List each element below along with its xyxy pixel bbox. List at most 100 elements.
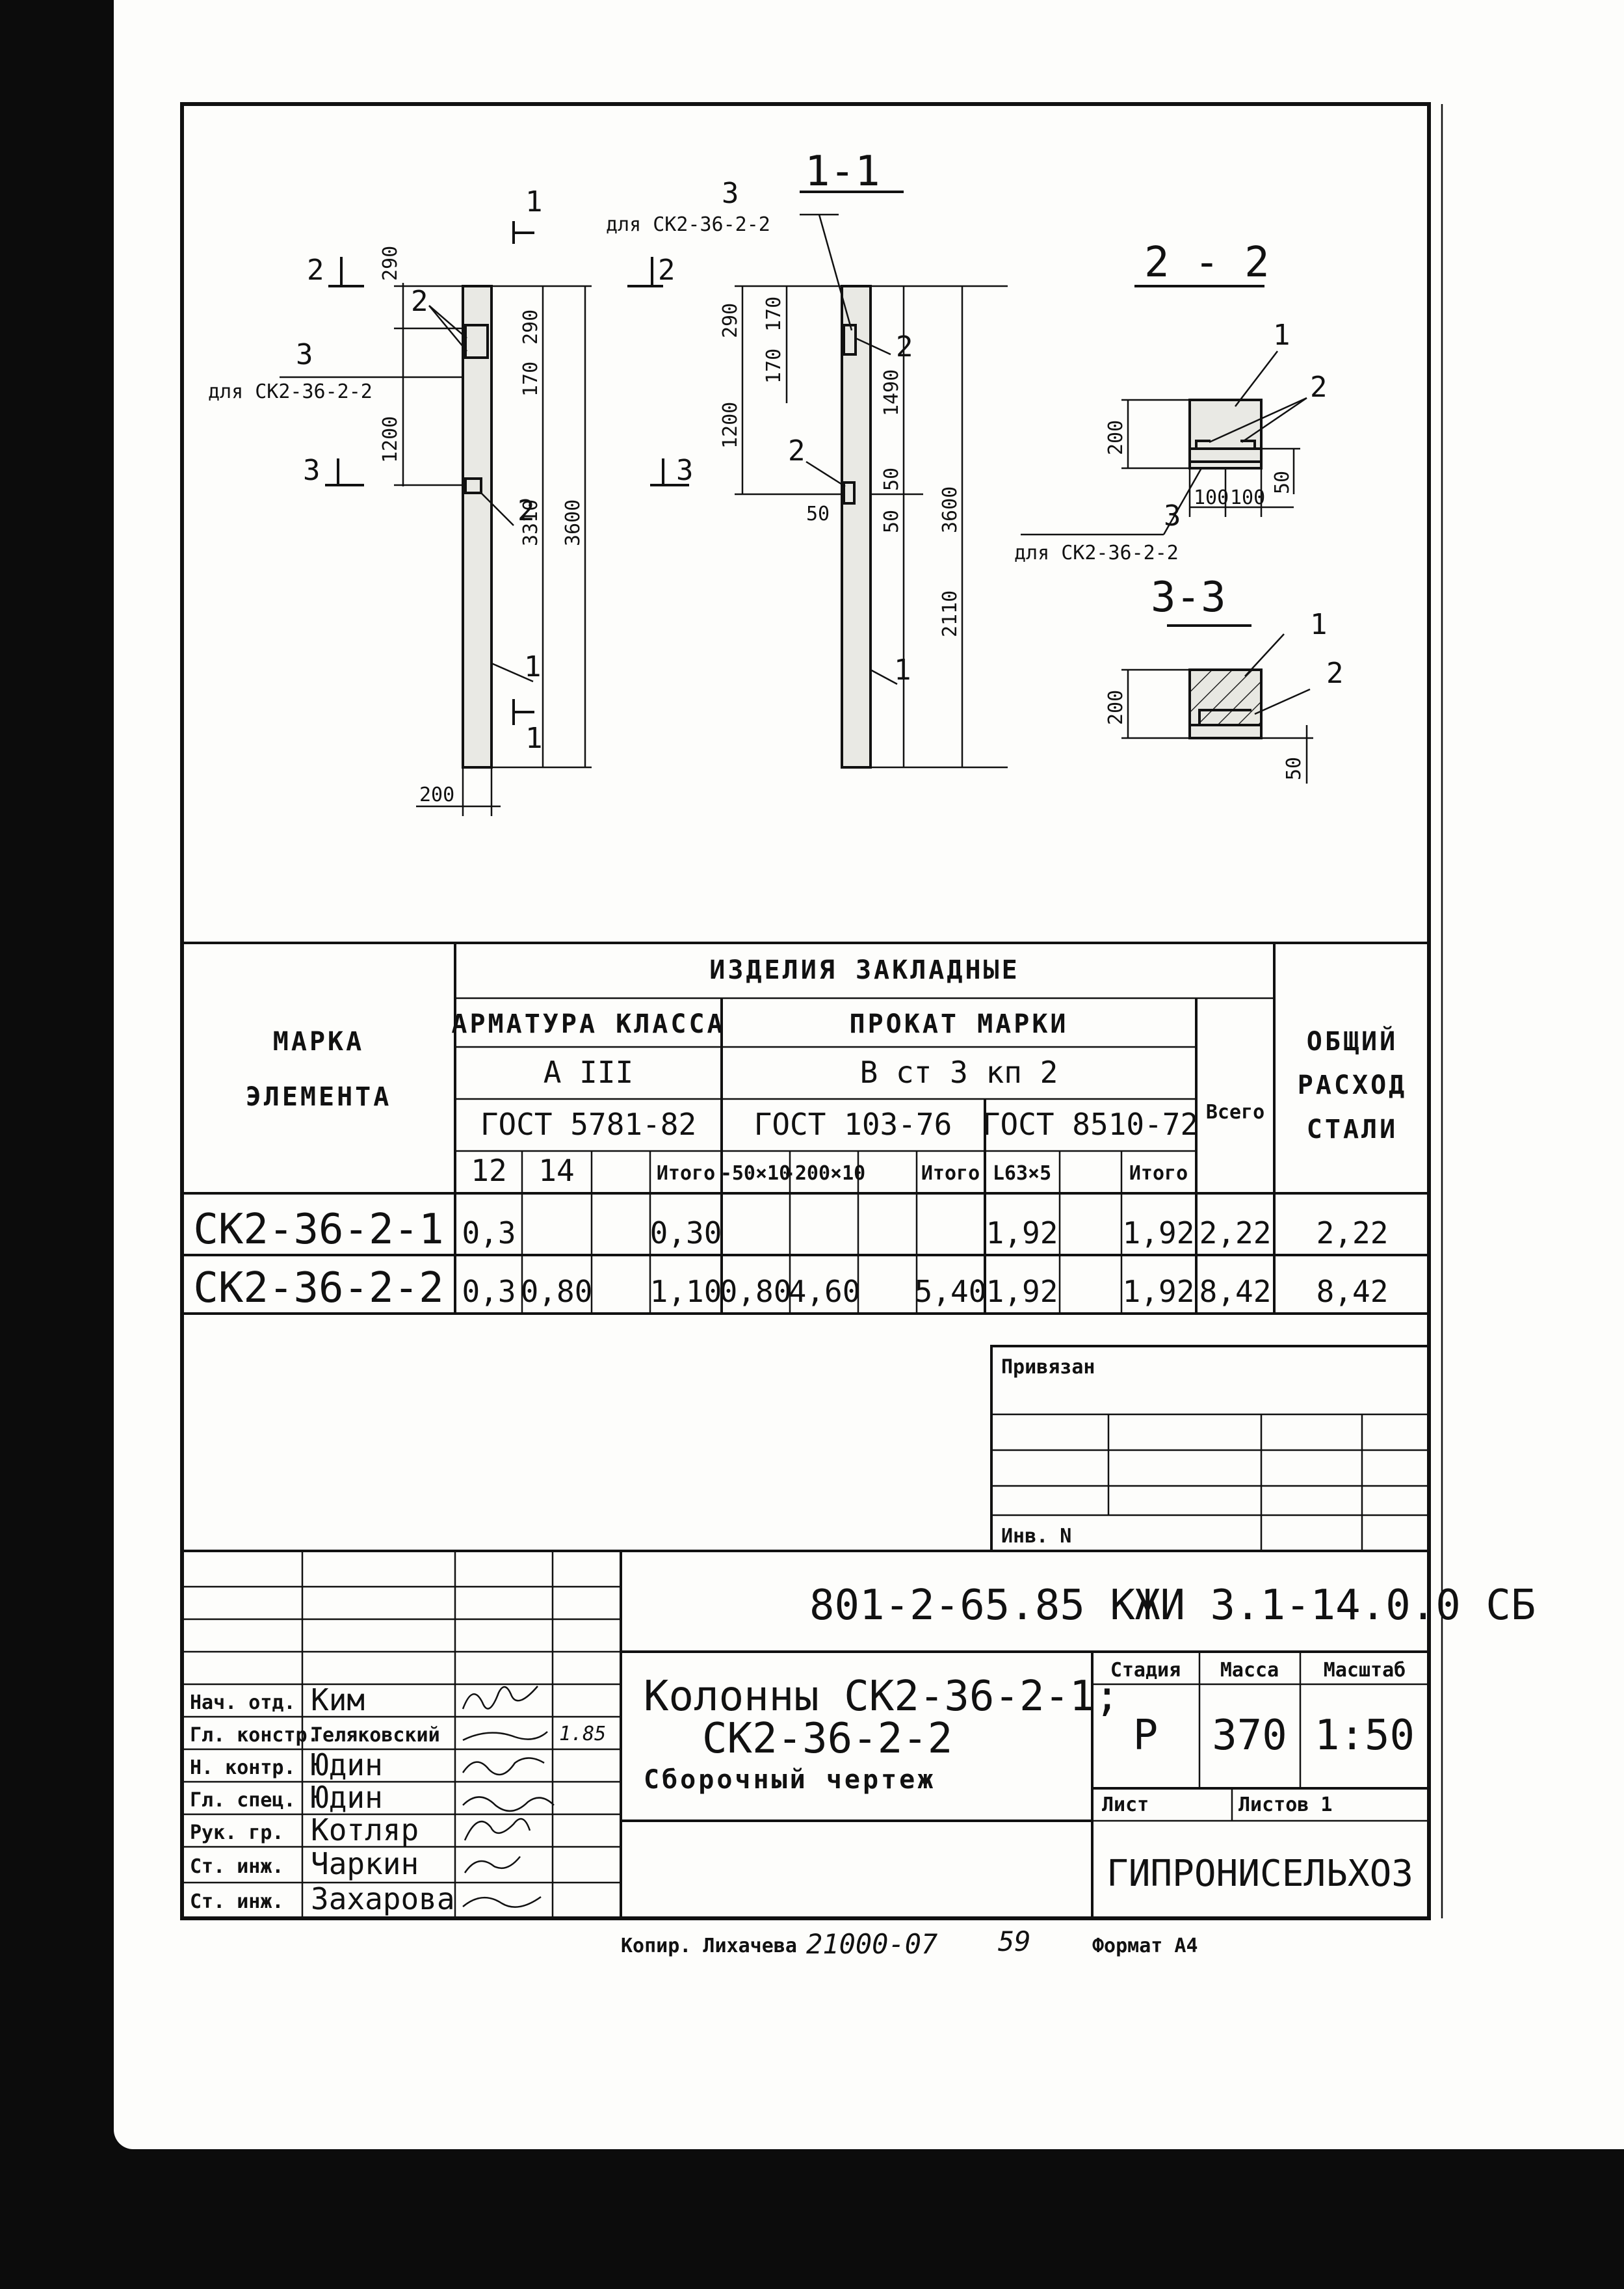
footer: Копир. Лихачева 21000-07 59 Формат А4 (621, 1925, 1198, 1960)
row1-a-itogo: 0,30 (650, 1215, 722, 1250)
dim-3600-left-view: 3600 (562, 499, 584, 546)
dim-2110: 2110 (939, 590, 962, 637)
stage-value: Р (1133, 1712, 1159, 1760)
row2-l-itogo: 1,92 (1123, 1274, 1195, 1309)
row1-total: 2,22 (1316, 1215, 1389, 1250)
header-gost-5781: ГОСТ 5781-82 (480, 1107, 696, 1142)
dim-170-right: 170 (519, 362, 542, 397)
section-1-1-column (841, 285, 872, 769)
dim-290-s11: 290 (719, 303, 742, 338)
callout-1-s11: 1 (894, 654, 911, 687)
dim-1200-left: 1200 (379, 416, 402, 463)
callout-1-s22: 1 (1273, 319, 1290, 352)
dim-170-s11-a: 170 (763, 297, 785, 332)
staff-role-6: Ст. инж. (190, 1855, 284, 1878)
dim-100-s22-a: 100 (1194, 486, 1229, 509)
drawing-name-line1: Колонны СК2-36-2-1; (644, 1673, 1120, 1721)
row1-name: СК2-36-2-1 (193, 1206, 443, 1254)
header-obshchiy: ОБЩИЙ (1307, 1025, 1398, 1057)
row1-l-itogo: 1,92 (1123, 1215, 1195, 1250)
col-50x10: -50×10 (720, 1162, 791, 1185)
embedded-item-mid (464, 477, 482, 494)
section-1-1-plate-top (843, 324, 857, 356)
section-3-mark-right: 3 (676, 454, 694, 487)
inv-number-label: Инв. N (1001, 1525, 1071, 1548)
drawing-code: 801-2-65.85 КЖИ 3.1-14.0.0 СБ (809, 1581, 1536, 1630)
dim-50-s11-left: 50 (806, 503, 830, 525)
footer-page-number: 59 (998, 1925, 1031, 1957)
staff-role-3: Н. контр. (190, 1756, 296, 1779)
staff-role-4: Гл. спец. (190, 1789, 296, 1812)
header-raskhod: РАСХОД (1298, 1070, 1408, 1100)
row2-p200: 4,60 (789, 1274, 861, 1309)
note-ck2-s22: для СК2-36-2-2 (1014, 542, 1179, 564)
staff-role-7: Ст. инж. (190, 1890, 284, 1913)
footer-format: Формат А4 (1092, 1935, 1198, 1957)
row2-a-itogo: 1,10 (650, 1274, 722, 1309)
callout-2-s11-top: 2 (896, 330, 913, 364)
section-1-mark-bottom: 1 (525, 722, 543, 755)
dim-200-column-width: 200 (419, 784, 454, 806)
header-prokat: ПРОКАТ МАРКИ (850, 1009, 1069, 1039)
dim-290-left: 290 (379, 246, 402, 281)
privyazan-label: Привязан (1001, 1356, 1095, 1379)
scale-header: Масштаб (1324, 1659, 1406, 1682)
row2-p-itogo: 5,40 (915, 1274, 987, 1309)
dim-50-s22: 50 (1271, 471, 1294, 494)
organization-name: ГИПРОНИСЕЛЬХОЗ (1107, 1853, 1413, 1895)
col-itogo-arm: Итого (657, 1162, 715, 1185)
header-gost-103: ГОСТ 103-76 (754, 1107, 952, 1142)
dim-50-s11-a: 50 (880, 468, 903, 491)
callout-2-mid: 2 (517, 494, 535, 527)
callout-3-s22: 3 (1164, 499, 1181, 533)
header-stali: СТАЛИ (1307, 1115, 1398, 1144)
note-ck2-s11: для СК2-36-2-2 (606, 213, 770, 236)
section-3-3-view: 3-3 200 50 1 2 (1105, 574, 1344, 784)
column-outline (462, 285, 493, 769)
row2-l63: 1,92 (986, 1274, 1058, 1309)
col-itogo-prokat: Итого (921, 1162, 980, 1185)
scale-value: 1:50 (1315, 1712, 1415, 1760)
staff-role-2: Гл. констр. (190, 1724, 319, 1747)
mass-value: 370 (1212, 1712, 1287, 1760)
drawing-frame (180, 102, 1431, 1920)
dim-200-s22: 200 (1105, 420, 1127, 455)
binding-block: Привязан Инв. N (990, 1345, 1430, 1552)
staff-name-3: Юдин (311, 1747, 383, 1782)
section-2-2-title: 2 - 2 (1144, 239, 1270, 287)
embedded-items-table: ИЗДЕЛИЯ ЗАКЛАДНЫЕ МАРКА ЭЛЕМЕНТА АРМАТУР… (182, 942, 1429, 1315)
row2-vsego: 8,42 (1199, 1274, 1272, 1309)
col-l63x5: L63×5 (993, 1162, 1051, 1185)
section-2-mark-right: 2 (658, 254, 675, 287)
mass-header: Масса (1220, 1659, 1279, 1682)
footer-inventory-number: 21000-07 (806, 1928, 937, 1960)
sheets-total: Листов 1 (1238, 1793, 1333, 1816)
row2-a12: 0,3 (462, 1274, 516, 1309)
header-vst3kp2: В ст 3 кп 2 (860, 1055, 1058, 1090)
callout-2-s22: 2 (1310, 371, 1328, 404)
staff-name-1: Ким (311, 1682, 365, 1717)
callout-1-elev: 1 (524, 650, 542, 683)
dim-3310: 3310 (519, 499, 542, 546)
dim-50-s11-b: 50 (880, 510, 903, 533)
drawing-name-line3: Сборочный чертеж (644, 1765, 936, 1795)
header-vsego: Всего (1206, 1101, 1264, 1124)
section-1-1-view: 1-1 290 1200 170 170 50 1490 50 50 3600 … (606, 148, 1008, 769)
dim-290-right: 290 (519, 310, 542, 345)
embedded-item-top (464, 324, 489, 359)
callout-2-s11-mid: 2 (788, 434, 805, 468)
sheet-label: Лист (1102, 1793, 1149, 1816)
section-1-1-title: 1-1 (805, 148, 880, 196)
drawing-name-line2: СК2-36-2-2 (702, 1715, 952, 1763)
staff-name-6: Чаркин (311, 1846, 419, 1881)
section-1-mark-top: 1 (525, 185, 543, 218)
staff-name-7: Захарова (311, 1881, 455, 1916)
title-block: Нач. отд. Ким Гл. констр. Теляковский Н.… (182, 1550, 1536, 1918)
row2-p50: 0,80 (720, 1274, 792, 1309)
row1-vsego: 2,22 (1199, 1215, 1272, 1250)
dim-100-s22-b: 100 (1230, 486, 1265, 509)
footer-copied-by: Копир. Лихачева (621, 1935, 797, 1957)
dim-1490: 1490 (880, 369, 903, 416)
col-200x10: -200×10 (783, 1162, 865, 1185)
signatures (462, 1686, 555, 1908)
